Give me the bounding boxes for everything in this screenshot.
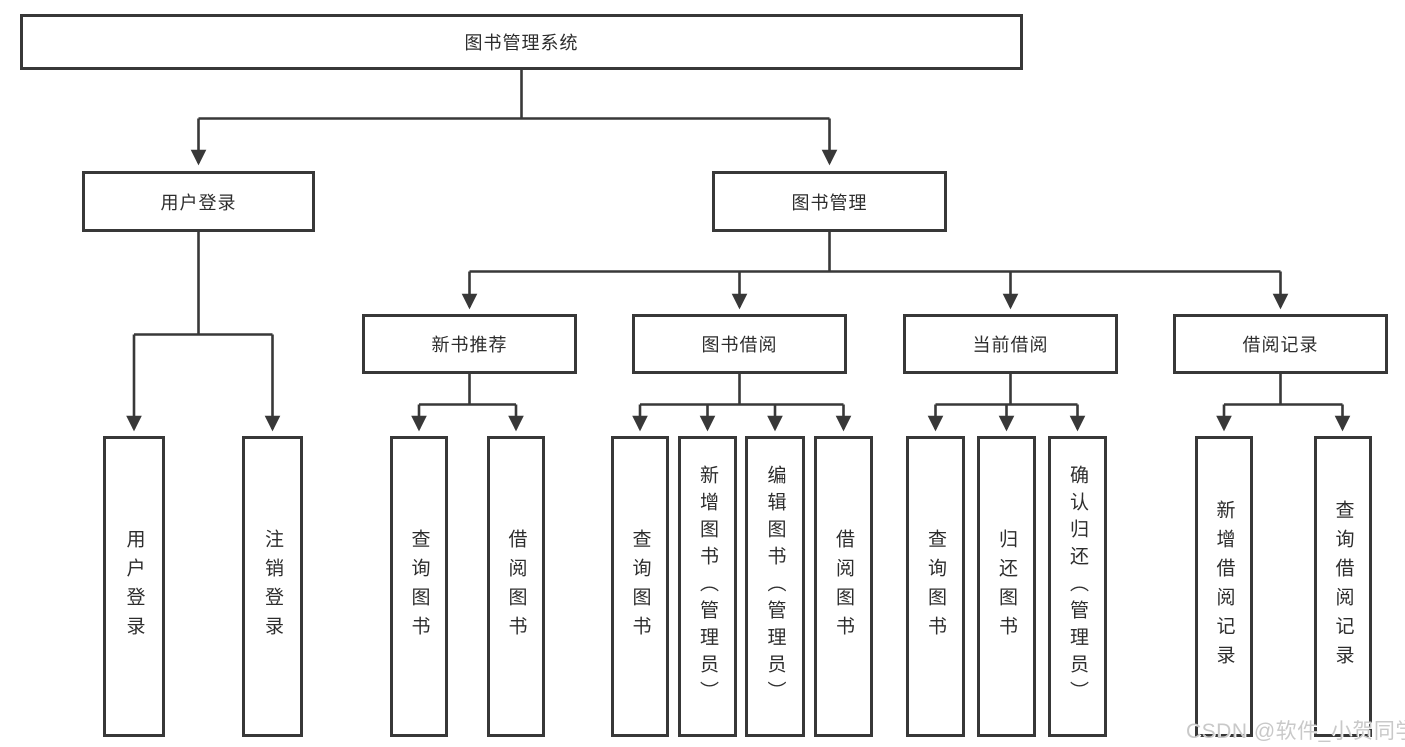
- node-label: 用户登录: [160, 192, 237, 213]
- connector-book-management-to-level3: [461, 232, 1289, 310]
- leaf-borrow-books-recommend: 借阅图书: [487, 436, 545, 737]
- connector-user-login-to-leaves: [126, 232, 281, 432]
- leaf-add-borrow-record: 新增借阅记录: [1195, 436, 1253, 737]
- node-label: 用户登录: [123, 528, 145, 645]
- connector-current-borrow-to-leaves: [927, 374, 1086, 432]
- node-label: 归还图书: [996, 528, 1017, 645]
- leaf-confirm-return-admin: 确认归还（管理员）: [1048, 436, 1107, 737]
- node-label: 新增借阅记录: [1213, 499, 1235, 674]
- node-label: 查询图书: [629, 528, 651, 645]
- node-label: 确认归还（管理员）: [1067, 465, 1088, 708]
- connector-borrow-records-to-leaves: [1216, 374, 1351, 432]
- node-label: 查询图书: [925, 528, 946, 645]
- leaf-edit-books-admin: 编辑图书（管理员）: [745, 436, 805, 737]
- node-label: 新书推荐: [431, 335, 508, 355]
- node-label: 编辑图书（管理员）: [764, 465, 786, 708]
- leaf-return-books: 归还图书: [977, 436, 1036, 737]
- node-label: 当前借阅: [972, 335, 1049, 355]
- node-book-management: 图书管理: [712, 171, 947, 232]
- leaf-query-books-borrow: 查询图书: [611, 436, 669, 737]
- node-borrow-records: 借阅记录: [1173, 314, 1388, 374]
- node-user-login: 用户登录: [82, 171, 315, 232]
- node-book-management-system: 图书管理系统: [20, 14, 1023, 70]
- node-label: 借阅图书: [505, 528, 527, 645]
- node-label: 注销登录: [262, 528, 283, 645]
- leaf-add-books-admin: 新增图书（管理员）: [678, 436, 737, 737]
- node-new-book-recommend: 新书推荐: [362, 314, 577, 374]
- node-label: 查询借阅记录: [1332, 499, 1354, 674]
- node-current-borrow: 当前借阅: [903, 314, 1118, 374]
- csdn-watermark: CSDN @软件_小贺同学: [1186, 720, 1405, 743]
- node-label: 查询图书: [408, 528, 430, 645]
- leaf-query-borrow-record: 查询借阅记录: [1314, 436, 1372, 737]
- connector-root-to-level2: [190, 70, 838, 166]
- leaf-query-books-recommend: 查询图书: [390, 436, 448, 737]
- node-label: 图书管理系统: [464, 33, 579, 53]
- node-label: 借阅记录: [1242, 335, 1319, 355]
- node-label: 图书管理: [791, 192, 868, 213]
- connector-book-borrow-to-leaves: [632, 374, 852, 432]
- leaf-borrow-books: 借阅图书: [814, 436, 873, 737]
- connector-new-book-recommend-to-leaves: [411, 374, 524, 432]
- node-book-borrow: 图书借阅: [632, 314, 847, 374]
- node-label: 新增图书（管理员）: [697, 465, 718, 708]
- leaf-logout: 注销登录: [242, 436, 303, 737]
- leaf-query-books-current: 查询图书: [906, 436, 965, 737]
- node-label: 借阅图书: [833, 528, 854, 645]
- leaf-user-login: 用户登录: [103, 436, 165, 737]
- node-label: 图书借阅: [701, 335, 778, 355]
